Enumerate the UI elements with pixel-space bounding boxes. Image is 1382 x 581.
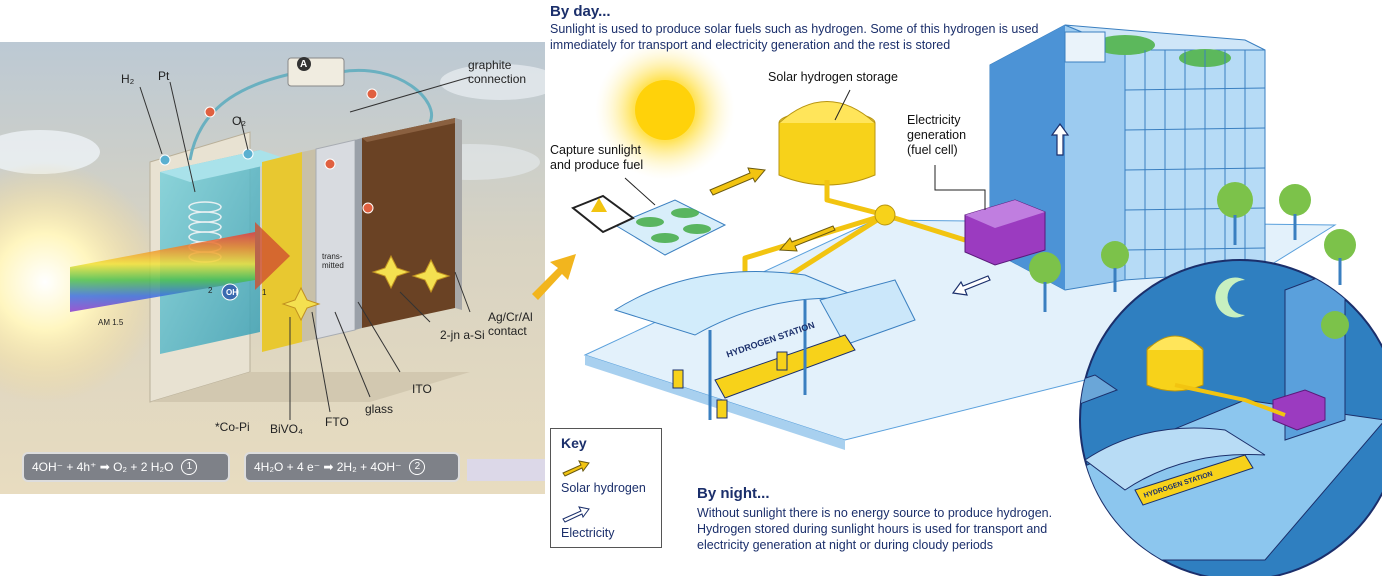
storage-tank [778,123,876,186]
cloud [0,130,100,174]
fuel-cell-label-line-3: (fuel cell) [907,143,958,157]
moon-icon [1215,277,1245,318]
glass-layer [315,139,356,340]
label-graphite-connection: graphite connection [468,58,527,86]
night-text-line-2: Hydrogen stored during sunlight hours is… [697,522,1048,536]
hydroxide-ion [221,283,239,301]
solar-hydrogen-arrows [709,167,836,252]
label-h2: H₂ [121,72,135,86]
key-solar-hydrogen: Solar hydrogen [561,481,646,495]
marker-2: 2 [208,286,213,295]
a-si-top [362,118,460,142]
leader-lines [139,76,471,420]
capture-inset [571,194,635,234]
equation-number: 1 [181,459,198,475]
label-bivo4: BiVO₄ [270,422,303,436]
platform-edge [585,355,845,450]
day-text-line-1: Sunlight is used to produce solar fuels … [550,22,1039,36]
label-oh: OH [226,288,238,297]
storage-tank-dome [778,101,876,124]
light-beam [70,232,255,312]
beam-arrowhead [255,222,290,290]
photo-excitation-star [411,258,451,294]
equation-text: 4OH⁻ + 4h⁺ ➡ O₂ + 2 H₂O [32,460,174,474]
solar-hydrogen-city: By day... Sunlight is used to produce so… [545,0,1382,581]
label-a-si: 2-jn a-Si [440,328,485,342]
roof-unit [1064,31,1106,63]
night-scene [1080,274,1382,561]
label-o2: O₂ [232,114,246,128]
label-am15: AM 1.5 [98,318,124,327]
label-fto: FTO [325,415,349,429]
fuel-pumps [672,351,788,419]
equation-oxidation: 4OH⁻ + 4h⁺ ➡ O₂ + 2 H₂O 1 [22,452,230,482]
callout-lines [624,89,986,210]
marker-1: 1 [262,288,267,297]
capture-label-line-2: and produce fuel [550,158,644,172]
o2-bubble [242,148,254,160]
trees [1029,182,1356,312]
key-legend: Key Solar hydrogen Electricity [550,428,662,548]
key-electricity: Electricity [561,526,615,540]
electricity-arrows [951,122,1070,296]
station-pillars [708,300,807,420]
night-text-line-1: Without sunlight there is no energy sour… [697,506,1053,520]
pipe-junction [874,204,896,226]
roof-garden [1095,35,1155,55]
equation-reduction: 4H₂O + 4 e⁻ ➡ 2H₂ + 4OH⁻ 2 [244,452,460,482]
label-ammeter: A [300,59,308,70]
label-glass: glass [365,402,394,416]
photo-excitation-star [371,254,411,290]
cell-floor [150,372,470,402]
electron [362,202,374,214]
solar-panel-cells [636,208,711,243]
ammeter [287,57,345,87]
panel-connector-arrow [532,254,576,300]
capture-label-line-1: Capture sunlight [550,143,642,157]
city-illustration [571,24,1382,581]
h2-bubble [159,154,171,166]
electron [324,158,336,170]
storage-label: Solar hydrogen storage [768,70,898,84]
label-copi: *Co-Pi [215,420,250,434]
ammeter-symbol [297,57,311,71]
night-text-line-3: electricity generation at night or durin… [697,538,994,552]
label-ito: ITO [412,382,432,396]
station-building [819,279,916,346]
fuel-cell-top [965,200,1045,228]
day-title: By day... [550,3,611,20]
cloud [440,64,545,100]
day-text-line-2: immediately for transport and electricit… [550,38,951,52]
label-ag-contact: Ag/Cr/Al contact [488,310,533,338]
pec-cell-illustration [0,57,545,420]
a-si-layer [362,118,455,328]
sun-core [635,80,695,140]
capture-inset-arrow [591,198,607,212]
contact-layer [455,118,462,310]
label-pt: Pt [158,69,170,83]
solar-hydrogen-key-icon [562,460,590,477]
fto-layer [302,149,316,342]
station-canopy [613,271,866,336]
equation-number: 2 [409,459,426,475]
circuit-wire [188,70,301,161]
photo-excitation-star [281,286,321,322]
building-front [1124,49,1266,281]
label-patch [467,459,545,481]
key-title: Key [561,435,587,451]
electricity-key-icon [562,506,590,523]
electrolyte-top [160,150,290,182]
circuit-wire [339,69,433,123]
electron [204,106,216,118]
equation-text: 4H₂O + 4 e⁻ ➡ 2H₂ + 4OH⁻ [254,460,402,474]
label-transmitted: trans- mitted [322,252,344,270]
night-title: By night... [697,485,770,502]
pec-cell-diagram: H₂ Pt O₂ A graphite connection trans- mi… [0,42,545,494]
fuel-cell-label-line-1: Electricity [907,113,961,127]
ito-layer [355,138,362,330]
electron [366,88,378,100]
fuel-cell-label-line-2: generation [907,128,967,142]
